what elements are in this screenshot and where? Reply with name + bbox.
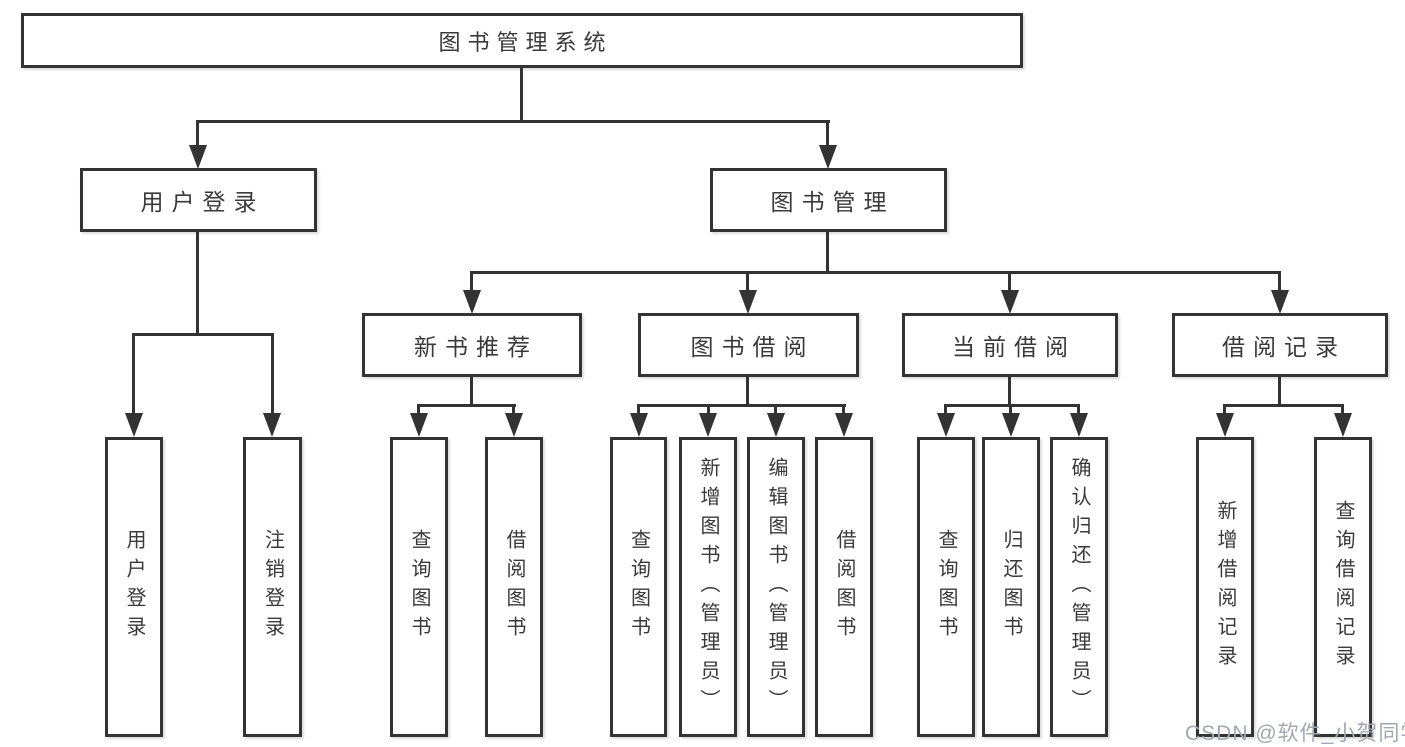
leaf-current-return: 归还图书 [982, 437, 1040, 737]
connector-line [196, 120, 830, 123]
leaf-borrow-borrow: 借阅图书 [815, 437, 873, 737]
connector-line [1341, 404, 1344, 415]
connector-line [944, 404, 1080, 407]
leaf-logout: 注销登录 [243, 437, 302, 737]
arrow-down-icon [125, 413, 143, 437]
connector-line [132, 333, 135, 414]
connector-line [746, 271, 749, 291]
connector-line [746, 377, 749, 407]
connector-line [944, 404, 947, 415]
leaf-newbook-borrow: 借阅图书 [485, 437, 543, 737]
leaf-user-login-label: 用户登录 [123, 529, 145, 645]
connector-line [196, 120, 199, 146]
connector-line [1278, 377, 1281, 407]
leaf-current-return-label: 归还图书 [1000, 529, 1022, 645]
leaf-user-login: 用户登录 [105, 437, 163, 737]
connector-line [1008, 377, 1011, 407]
leaf-borrow-borrow-label: 借阅图书 [833, 529, 855, 645]
leaf-newbook-borrow-label: 借阅图书 [503, 529, 525, 645]
connector-line [1077, 404, 1080, 415]
leaf-logout-label: 注销登录 [261, 529, 284, 645]
arrow-down-icon [1002, 413, 1020, 437]
node-new-book-recommend: 新书推荐 [362, 313, 582, 377]
connector-line [470, 377, 473, 407]
connector-line [417, 404, 420, 415]
node-user-login-label: 用户登录 [140, 189, 265, 215]
arrow-down-icon [835, 413, 853, 437]
leaf-borrow-add-admin-label: 新增图书（管理员） [697, 456, 719, 718]
connector-line [637, 404, 846, 407]
arrow-down-icon [630, 413, 648, 437]
connector-line [470, 271, 1281, 274]
arrow-down-icon [937, 413, 955, 437]
connector-line [826, 232, 829, 274]
arrow-down-icon [1070, 413, 1088, 437]
arrow-down-icon [819, 145, 837, 169]
connector-line [637, 404, 640, 415]
leaf-current-query: 查询图书 [917, 437, 975, 737]
node-book-borrow: 图书借阅 [638, 313, 859, 377]
leaf-newbook-query-label: 查询图书 [408, 529, 430, 645]
leaf-current-confirm-admin-label: 确认归还（管理员） [1068, 456, 1090, 718]
connector-line [417, 404, 516, 407]
arrow-down-icon [1334, 413, 1352, 437]
arrow-down-icon [1271, 290, 1289, 314]
node-book-management: 图书管理 [710, 168, 947, 232]
arrow-down-icon [699, 413, 717, 437]
connector-line [512, 404, 515, 415]
connector-line [196, 232, 199, 336]
node-book-management-label: 图书管理 [770, 189, 895, 215]
leaf-borrow-query-label: 查询图书 [627, 529, 650, 645]
connector-line [271, 333, 274, 414]
arrow-down-icon [463, 290, 481, 314]
connector-line [1278, 271, 1281, 291]
connector-line [470, 271, 473, 291]
node-current-borrow-label: 当前借阅 [952, 334, 1076, 360]
connector-line [520, 68, 523, 121]
connector-line [1223, 404, 1344, 407]
arrow-down-icon [505, 413, 523, 437]
node-user-login: 用户登录 [80, 168, 317, 232]
connector-line [707, 404, 710, 415]
node-borrow-record: 借阅记录 [1172, 313, 1388, 377]
connector-line [826, 120, 829, 146]
leaf-current-confirm-admin: 确认归还（管理员） [1050, 437, 1108, 737]
csdn-watermark: CSDN @软件_小贺同学 [1185, 722, 1405, 745]
node-root: 图书管理系统 [21, 13, 1023, 68]
connector-line [1009, 404, 1012, 415]
node-root-label: 图书管理系统 [438, 29, 613, 55]
arrow-down-icon [767, 413, 785, 437]
leaf-current-query-label: 查询图书 [935, 529, 957, 645]
connector-line [842, 404, 845, 415]
connector-line [1008, 271, 1011, 291]
node-borrow-record-label: 借阅记录 [1222, 334, 1346, 360]
arrow-down-icon [1216, 413, 1234, 437]
connector-line [774, 404, 777, 415]
leaf-record-query: 查询借阅记录 [1314, 437, 1372, 737]
leaf-record-add-label: 新增借阅记录 [1214, 500, 1236, 674]
arrow-down-icon [189, 145, 207, 169]
connector-line [1223, 404, 1226, 415]
node-new-book-recommend-label: 新书推荐 [414, 334, 538, 360]
arrow-down-icon [410, 413, 428, 437]
connector-line [132, 333, 274, 336]
leaf-borrow-query: 查询图书 [610, 437, 667, 737]
leaf-borrow-edit-admin: 编辑图书（管理员） [747, 437, 805, 737]
leaf-borrow-edit-admin-label: 编辑图书（管理员） [765, 456, 787, 718]
node-book-borrow-label: 图书借阅 [690, 334, 815, 360]
arrow-down-icon [263, 413, 281, 437]
arrow-down-icon [739, 290, 757, 314]
arrow-down-icon [1001, 290, 1019, 314]
leaf-newbook-query: 查询图书 [390, 437, 448, 737]
node-current-borrow: 当前借阅 [902, 313, 1118, 377]
leaf-record-add: 新增借阅记录 [1196, 437, 1254, 737]
leaf-borrow-add-admin: 新增图书（管理员） [679, 437, 737, 737]
leaf-record-query-label: 查询借阅记录 [1332, 500, 1354, 674]
